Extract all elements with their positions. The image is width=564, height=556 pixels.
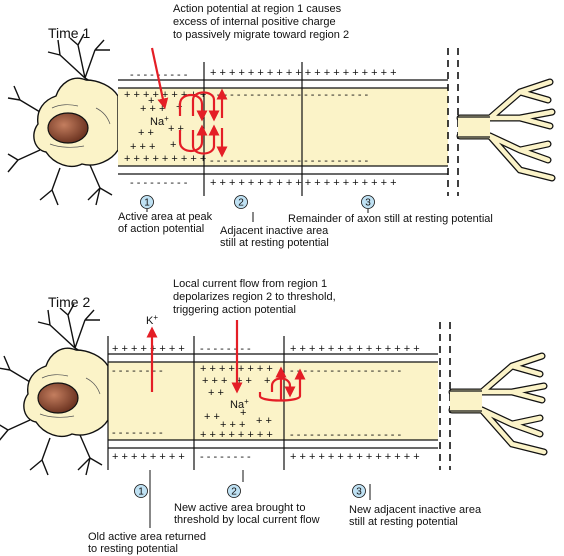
- svg-text:+ + + + + + + +: + + + + + + + +: [200, 429, 273, 441]
- svg-text:+ +: + +: [138, 127, 154, 139]
- svg-text:+ + + + + + + + + + + + + + +: + + + + + + + + + + + + + + + + + + + +: [210, 67, 397, 79]
- current-arrows-1: [150, 47, 228, 158]
- svg-text:+ + +: + + +: [220, 419, 245, 431]
- svg-text:- - - - - - - - - - - - - - -: - - - - - - - - - - - - - - - - - - - - …: [210, 155, 369, 167]
- na-ion-label-1: Na+: [150, 114, 169, 128]
- svg-text:- - - - - - - -: - - - - - - - -: [112, 427, 163, 439]
- panel-time-2: Time 2 Local current flow from region 1 …: [0, 278, 548, 555]
- svg-text:+ +: + +: [256, 415, 272, 427]
- region-3-badge: [361, 195, 375, 209]
- svg-text:+ +: + +: [204, 411, 220, 423]
- svg-text:+ + +: + + +: [130, 141, 155, 153]
- svg-text:+ + +: + + +: [202, 375, 227, 387]
- svg-text:still at resting potential: still at resting potential: [220, 237, 329, 249]
- svg-text:+ +: + +: [208, 387, 224, 399]
- time-2-caption-line-2: depolarizes region 2 to threshold,: [173, 291, 336, 303]
- axon-terminal-2: [448, 352, 548, 456]
- neuron-cell-body-1: [7, 33, 119, 206]
- region-1-label: Active area at peak: [118, 211, 213, 223]
- svg-text:+ + + + + + + +: + + + + + + + +: [112, 451, 185, 463]
- svg-text:+ + + + + + + + + + + + + +: + + + + + + + + + + + + + +: [290, 343, 420, 355]
- neuron-cell-body-2: [0, 303, 109, 476]
- svg-text:3: 3: [365, 198, 371, 209]
- svg-text:1: 1: [144, 198, 150, 209]
- svg-text:to resting potential: to resting potential: [88, 543, 178, 555]
- region-1-badge-2: [134, 484, 148, 498]
- time-2-title: Time 2: [48, 294, 90, 310]
- time-1-title: Time 1: [48, 25, 90, 41]
- svg-text:- - - - - - - - - - - - - - -: - - - - - - - - - - - - - - - - -: [290, 365, 402, 377]
- svg-text:+ + + + + + + +: + + + + + + + +: [112, 343, 185, 355]
- region-3-badge-2: [352, 484, 366, 498]
- current-arrows-2: [146, 320, 306, 402]
- svg-text:3: 3: [356, 487, 362, 498]
- svg-text:still at resting potential: still at resting potential: [349, 516, 458, 528]
- svg-text:- - - - - - - - - - - - - - -: - - - - - - - - - - - - - - - - - - - - …: [210, 89, 369, 101]
- region-3-label-2: New adjacent inactive area: [349, 504, 482, 516]
- time-1-caption-line-3: to passively migrate toward region 2: [173, 29, 349, 41]
- region-1-badge: [140, 195, 154, 209]
- membrane-charges-2: + + + + + + + + - - - - - - - - + + + + …: [112, 343, 420, 463]
- svg-text:threshold by local current flo: threshold by local current flow: [174, 514, 320, 526]
- time-1-caption-line-1: Action potential at region 1 causes: [173, 3, 342, 15]
- time-2-caption-line-3: triggering action potential: [173, 304, 296, 316]
- svg-text:+ +: + +: [236, 375, 252, 387]
- region-2-badge: [234, 195, 248, 209]
- svg-text:- - - - - - - - - - - - - - -: - - - - - - - - - - - - - - - - -: [290, 429, 402, 441]
- k-ion-label: K+: [146, 313, 158, 327]
- nucleus: [47, 112, 89, 144]
- svg-text:+: +: [148, 95, 154, 107]
- svg-text:- - - - - - - -: - - - - - - - -: [200, 451, 251, 463]
- svg-text:+: +: [264, 375, 270, 387]
- time-2-caption-line-1: Local current flow from region 1: [173, 278, 327, 290]
- region-2-badge-2: [227, 484, 241, 498]
- region-2-label-2: New active area brought to: [174, 502, 305, 514]
- svg-text:- - - - - - - -: - - - - - - - -: [112, 365, 163, 377]
- time-1-caption-line-2: excess of internal positive charge: [173, 16, 336, 28]
- svg-text:1: 1: [138, 487, 144, 498]
- svg-text:+: +: [240, 407, 246, 419]
- membrane-charges-1: - - - - - - - - - + + + + + + + + + + + …: [124, 67, 397, 189]
- svg-text:+: +: [170, 139, 176, 151]
- axon-terminal-1: [456, 78, 556, 182]
- axon-segment-1: [118, 88, 448, 166]
- region-2-label: Adjacent inactive area: [220, 225, 329, 237]
- svg-text:+ + + + + + + + + + + + + + +: + + + + + + + + + + + + + + + + + + + +: [210, 177, 397, 189]
- panel-time-1: Time 1 Action potential at region 1 caus…: [7, 3, 556, 249]
- svg-text:2: 2: [238, 198, 244, 209]
- region-3-label: Remainder of axon still at resting poten…: [288, 213, 493, 225]
- svg-text:2: 2: [231, 487, 237, 498]
- na-ion-label-2: Na+: [230, 397, 249, 411]
- svg-text:- - - - - - - - -: - - - - - - - - -: [130, 177, 188, 189]
- svg-text:+ +: + +: [168, 123, 184, 135]
- svg-text:of action potential: of action potential: [118, 223, 204, 235]
- nucleus: [37, 382, 79, 414]
- svg-text:+ + + + + + + + +: + + + + + + + + +: [124, 89, 206, 101]
- svg-text:- - - - - - - -: - - - - - - - -: [200, 343, 251, 355]
- svg-text:+ + + + + + + + +: + + + + + + + + +: [124, 153, 206, 165]
- region-1-label-2: Old active area returned: [88, 531, 206, 543]
- svg-text:+ + + + + + + + + + + + + +: + + + + + + + + + + + + + +: [290, 451, 420, 463]
